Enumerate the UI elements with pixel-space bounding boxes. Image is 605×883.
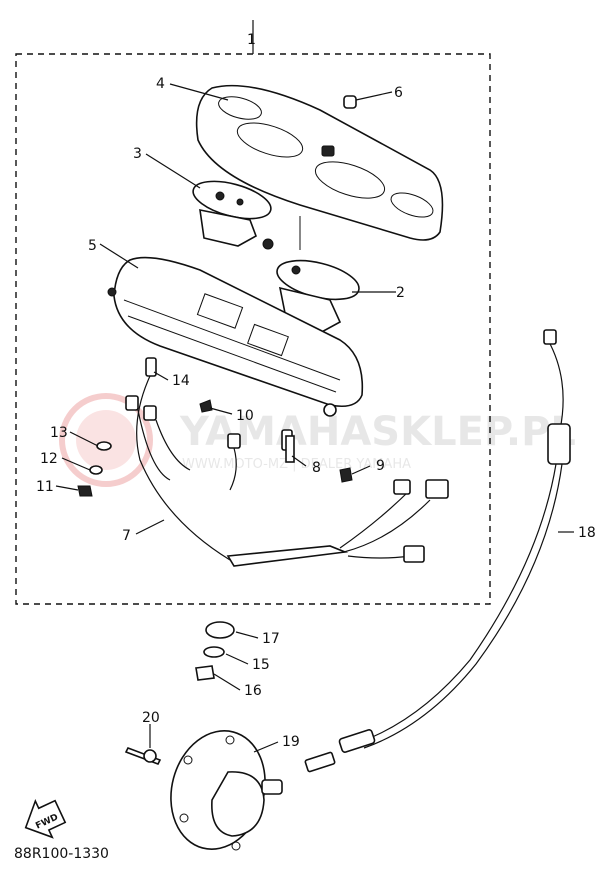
callout-1: 1	[247, 32, 256, 48]
drive-gear-hub	[170, 730, 283, 851]
watermark: YAMAHASKLEP.PL WWW.MOTO-MZ | DEALER YAMA…	[59, 393, 576, 487]
callout-2: 2	[396, 285, 405, 301]
callout-4: 4	[156, 76, 165, 92]
callout-19: 19	[282, 734, 300, 750]
watermark-text: YAMAHASKLEP.PL	[179, 409, 576, 455]
callout-12: 12	[40, 451, 58, 467]
callout-13: 13	[50, 425, 68, 441]
callout-18: 18	[578, 525, 596, 541]
callout-9: 9	[376, 458, 385, 474]
callout-10: 10	[236, 408, 254, 424]
callout-7: 7	[122, 528, 131, 544]
lamp-sockets	[125, 357, 293, 451]
diagram-code: 88R100-1330	[14, 846, 109, 862]
callout-20: 20	[142, 710, 160, 726]
callout-6: 6	[394, 85, 403, 101]
callout-15: 15	[252, 657, 270, 673]
callout-16: 16	[244, 683, 262, 699]
speedometer-unit	[262, 216, 360, 335]
wire-harness	[136, 375, 449, 567]
leader-lines	[55, 83, 574, 753]
callout-17: 17	[262, 631, 280, 647]
grommet-stack	[195, 621, 235, 681]
meter-housing	[107, 256, 364, 417]
fasteners	[199, 399, 353, 483]
tachometer-unit	[192, 180, 272, 247]
meter-cover	[195, 84, 444, 241]
callout-5: 5	[88, 238, 97, 254]
bulb-cap	[343, 95, 357, 109]
speedometer-cable	[304, 329, 571, 773]
callout-8: 8	[312, 460, 321, 476]
watermark-subtext: WWW.MOTO-MZ | DEALER YAMAHA	[182, 457, 411, 472]
front-arrow-icon: FWD	[24, 798, 67, 839]
callout-11: 11	[36, 479, 54, 495]
pin	[124, 746, 162, 766]
callout-3: 3	[133, 146, 142, 162]
callout-14: 14	[172, 373, 190, 389]
